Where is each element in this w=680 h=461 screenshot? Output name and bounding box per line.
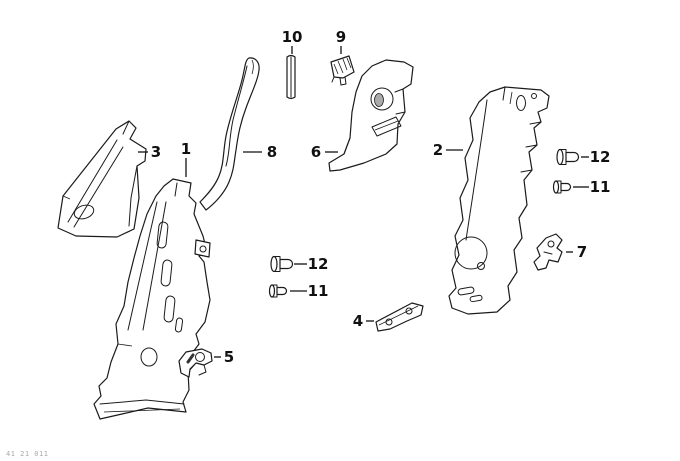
callout-label-5: 5 <box>224 348 234 366</box>
part-7-drawing <box>533 233 563 271</box>
callout-part-8: 8 <box>243 143 277 161</box>
callout-label-11-right: 11 <box>590 178 611 196</box>
diagram-footer-code: 41 21 011 <box>6 450 48 458</box>
callout-part-7: 7 <box>566 243 587 261</box>
callout-label-2: 2 <box>433 141 443 159</box>
callout-label-10: 10 <box>282 28 303 46</box>
part-5-drawing <box>178 348 213 378</box>
callout-label-4: 4 <box>353 312 363 330</box>
part-11-mid-drawing <box>268 284 288 298</box>
callout-label-12-mid: 12 <box>308 255 329 273</box>
part-3-drawing <box>57 120 147 238</box>
part-11-right-drawing <box>552 180 572 194</box>
callout-part-3: 3 <box>138 143 161 161</box>
callout-part-12-mid: 12 <box>294 255 328 273</box>
part-10-drawing <box>286 54 296 100</box>
callout-part-4: 4 <box>353 312 374 330</box>
callout-part-2: 2 <box>433 141 463 159</box>
callout-part-5: 5 <box>214 348 234 366</box>
part-4-drawing <box>375 302 424 332</box>
part-9-drawing <box>330 55 355 86</box>
part-6-drawing <box>328 59 414 172</box>
callout-part-11-mid: 11 <box>290 282 328 300</box>
callout-part-9: 9 <box>336 28 346 54</box>
callout-label-1: 1 <box>181 140 191 158</box>
part-12-right-drawing <box>556 148 580 166</box>
callout-label-7: 7 <box>577 243 587 261</box>
callout-label-9: 9 <box>336 28 346 46</box>
callout-part-10: 10 <box>282 28 303 54</box>
callout-label-8: 8 <box>267 143 277 161</box>
part-12-mid-drawing <box>270 255 294 273</box>
callout-part-6: 6 <box>311 143 338 161</box>
part-8-drawing <box>199 57 260 211</box>
part-2-drawing <box>448 86 550 315</box>
callout-label-11-mid: 11 <box>308 282 329 300</box>
callout-part-1: 1 <box>181 140 191 177</box>
callout-label-12-right: 12 <box>590 148 611 166</box>
callout-label-3: 3 <box>151 143 161 161</box>
callout-part-12-right: 12 <box>581 148 610 166</box>
callout-label-6: 6 <box>311 143 321 161</box>
callout-part-11-right: 11 <box>573 178 610 196</box>
